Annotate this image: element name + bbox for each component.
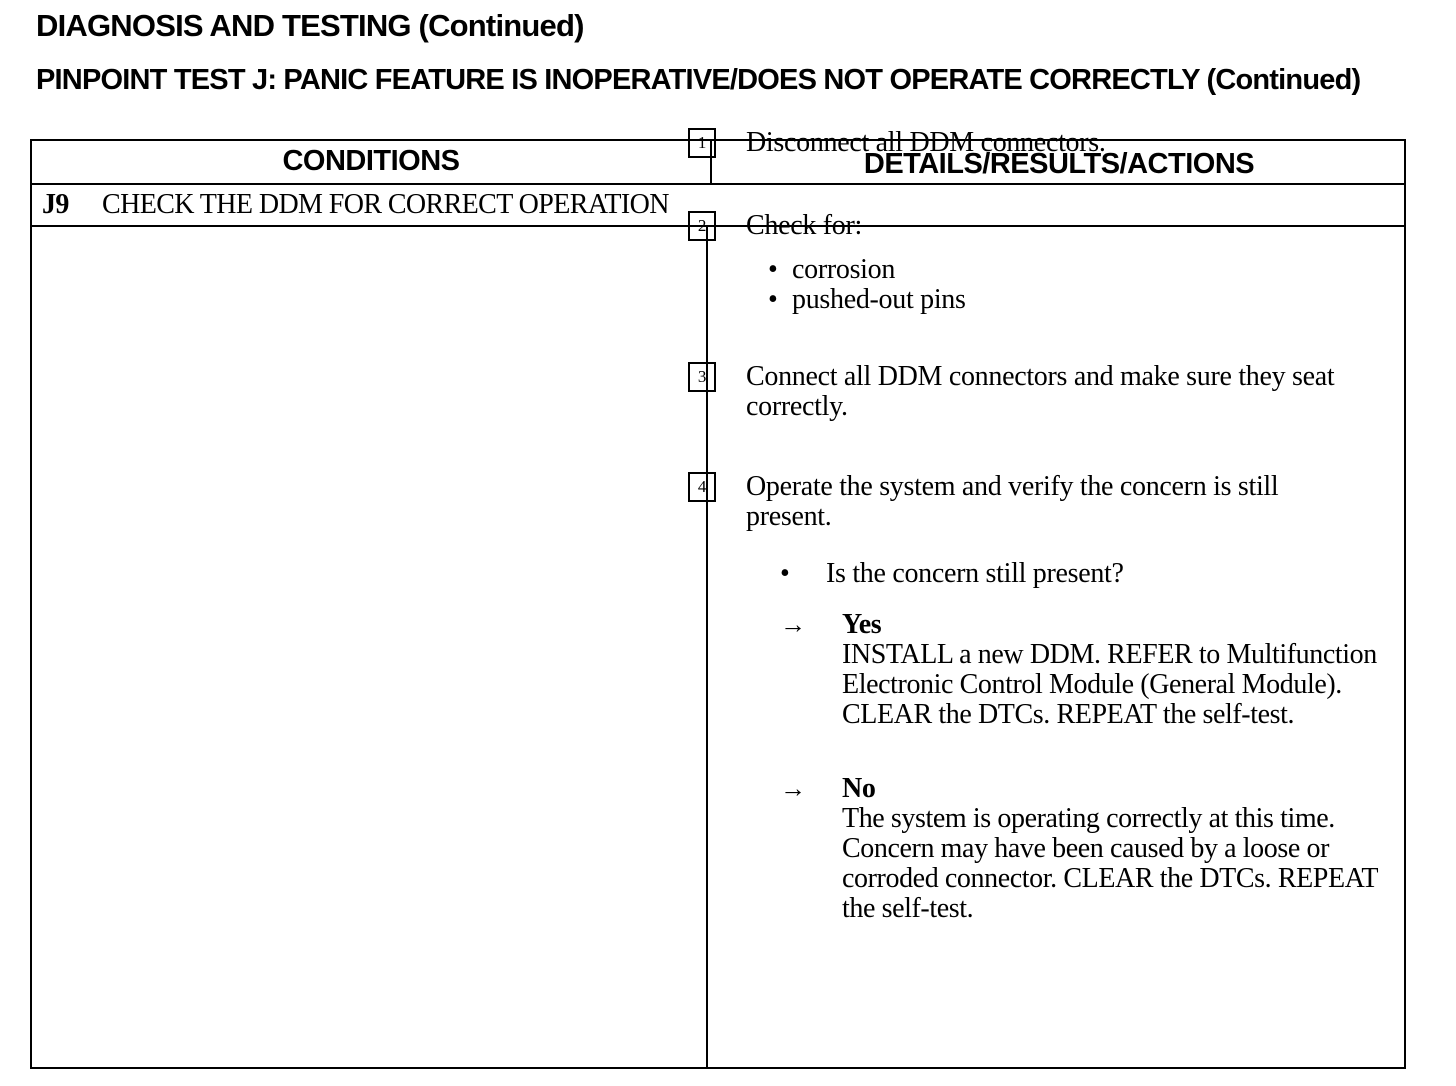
answer-text: The system is operating correctly at thi… [842,803,1378,924]
bullet-icon: • [780,558,790,589]
bullet-icon: • [768,284,778,315]
step-number-box: 3 [688,362,716,392]
step-text: Connect all DDM connectors and make sure… [746,361,1335,422]
column-header-details: DETAILS/RESULTS/ACTIONS [863,148,1255,180]
decision-question: •Is the concern still present? [780,558,1124,589]
arrow-right-icon: → [780,774,806,803]
step-number-box: 2 [688,211,716,241]
arrow-right-icon: → [780,610,806,639]
answer-label: Yes [842,609,882,640]
column-divider-header [710,141,712,185]
check-list: •corrosion •pushed-out pins [768,255,966,315]
step-text: Disconnect all DDM connectors. [746,127,1106,158]
column-header-conditions: CONDITIONS [282,145,460,177]
step-number-box: 1 [688,128,716,158]
page-title: DIAGNOSIS AND TESTING (Continued) [36,8,584,43]
list-item: •corrosion [768,254,896,285]
step-text: Operate the system and verify the concer… [746,471,1279,532]
step-row: J9 CHECK THE DDM FOR CORRECT OPERATION [42,185,669,225]
header-row-divider [32,183,1404,185]
answer-text: INSTALL a new DDM. REFER to Multifunctio… [842,639,1377,730]
step-row-divider [32,225,1404,227]
step-number-box: 4 [688,472,716,502]
column-divider-body [706,225,708,1067]
step-text: Check for: [746,210,862,241]
list-item: •pushed-out pins [768,284,966,315]
step-title: CHECK THE DDM FOR CORRECT OPERATION [102,189,669,220]
answer-label: No [842,773,876,804]
step-id: J9 [42,189,69,220]
bullet-icon: • [768,254,778,285]
test-title: PINPOINT TEST J: PANIC FEATURE IS INOPER… [36,64,1361,96]
pinpoint-test-table: CONDITIONS DETAILS/RESULTS/ACTIONS J9 CHE… [30,139,1406,1069]
